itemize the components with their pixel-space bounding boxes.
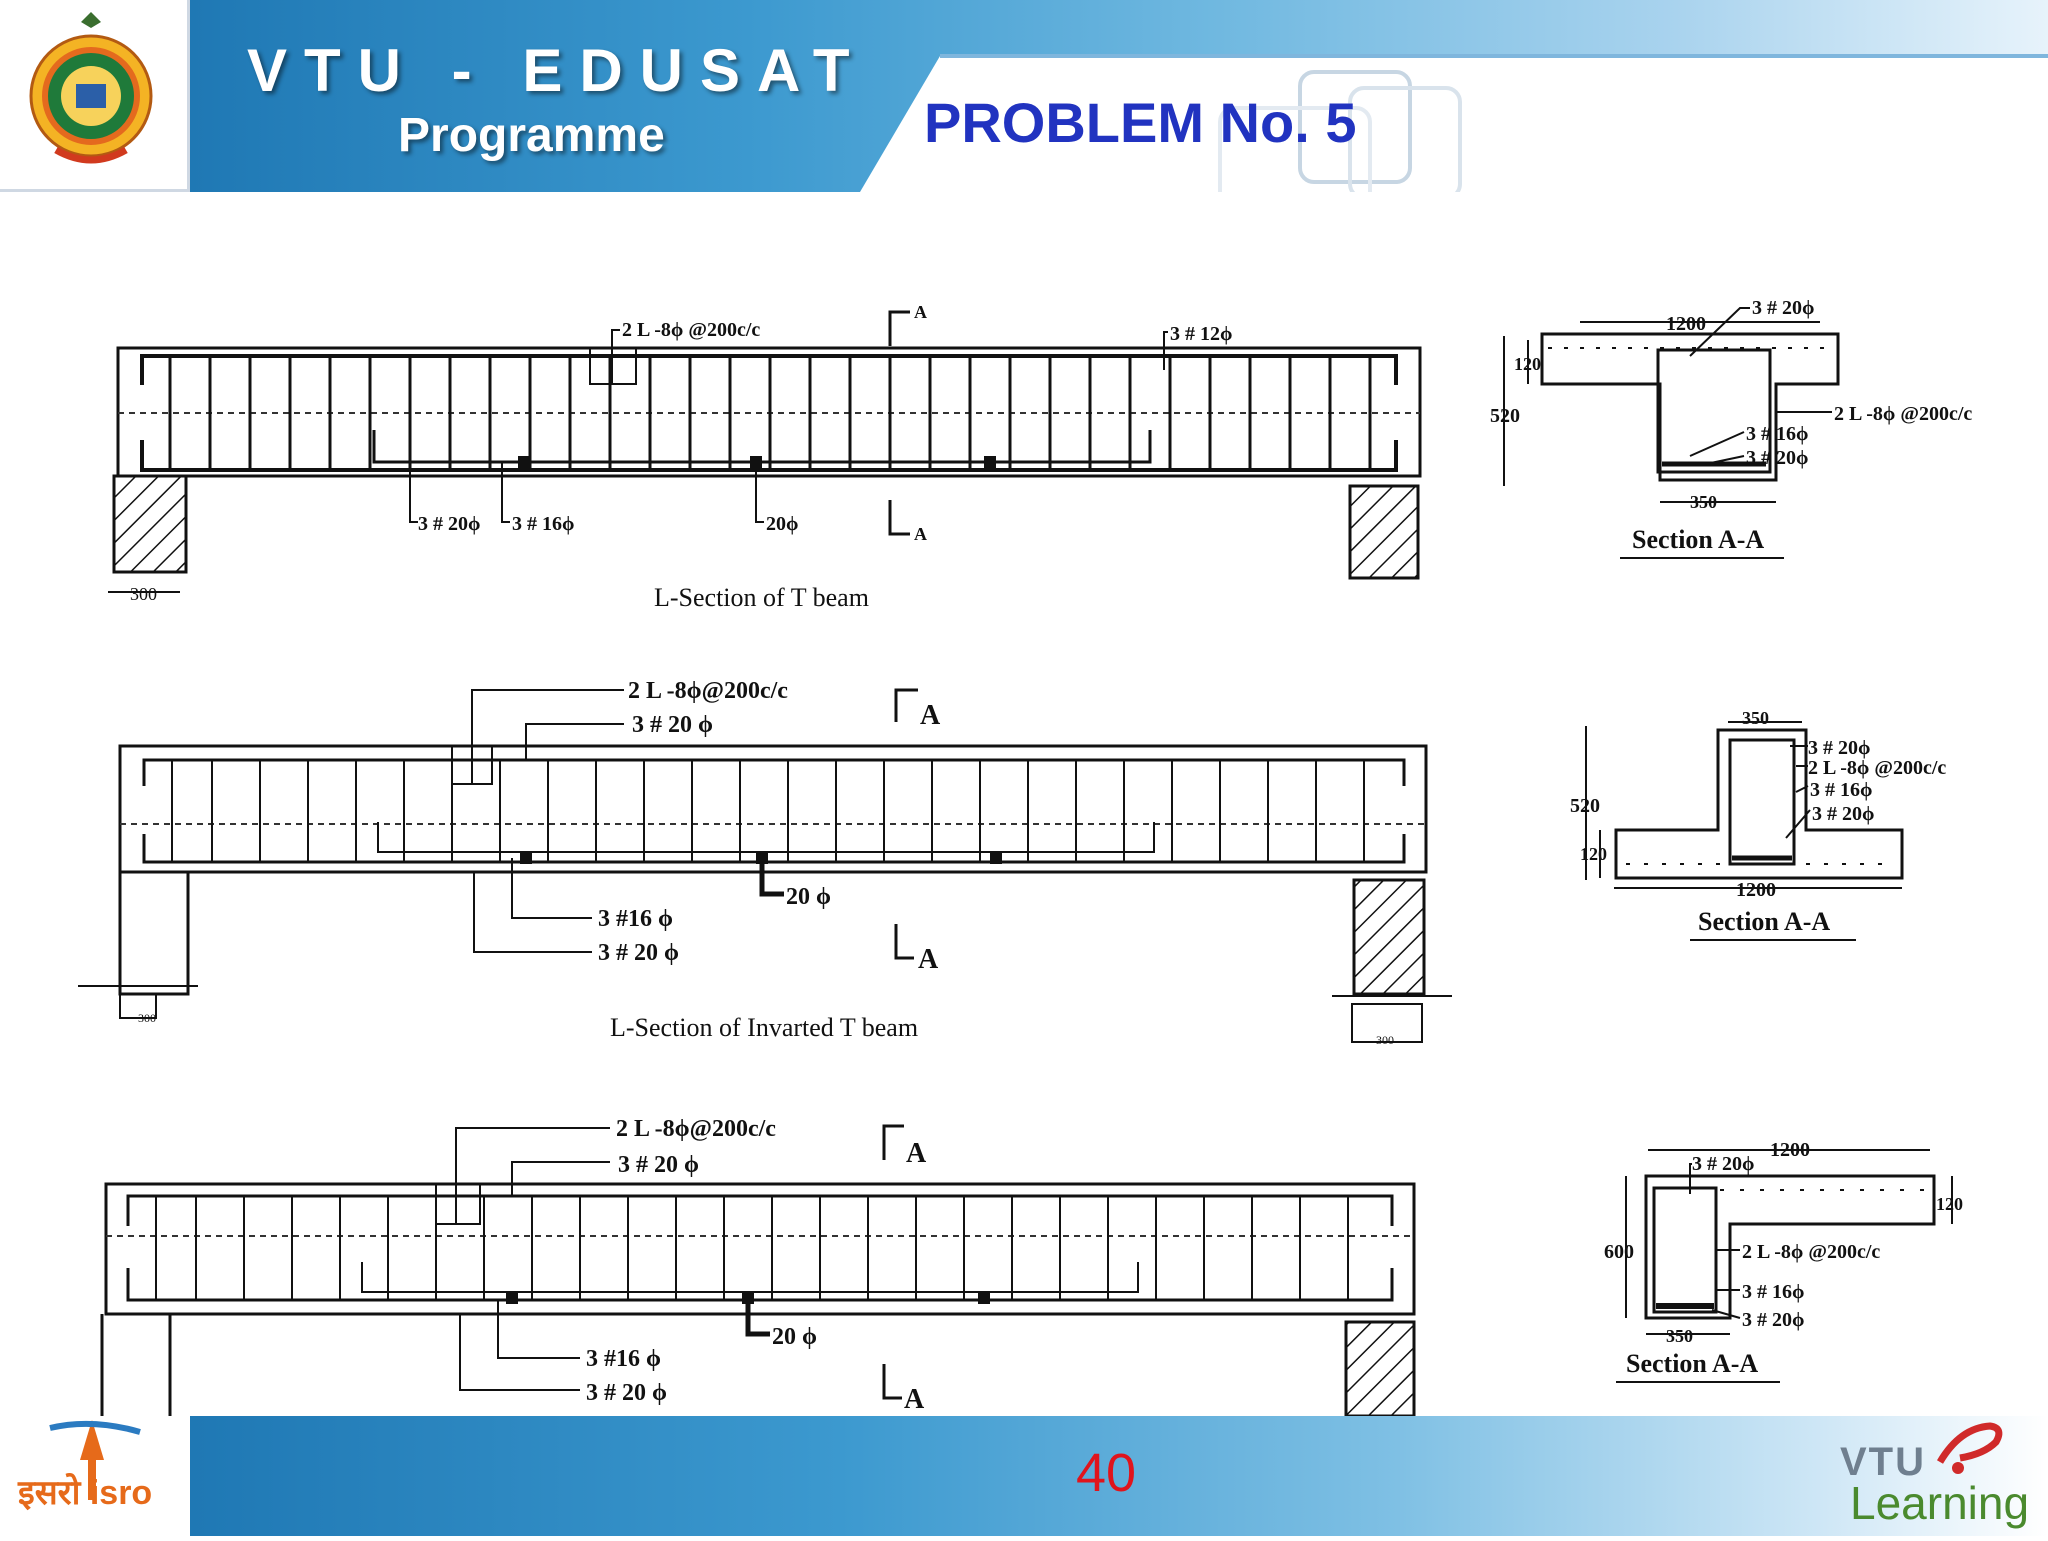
beam1-support-dimension: 300 [130, 584, 157, 604]
beam2-stirrups [171, 760, 1365, 862]
beam1-section-mark-bottom: A [914, 524, 927, 544]
beam3-bar16-label: 3 #16 ϕ [586, 1346, 661, 1372]
beam1-section-stirrups: 2 L -8ϕ @200c/c [1834, 403, 1972, 425]
beam3-section-stirrups: 2 L -8ϕ @200c/c [1742, 1241, 1880, 1263]
beam3-section-top-bars: 3 # 20ϕ [1692, 1153, 1754, 1175]
beam2-bar20-single-label: 20 ϕ [786, 884, 831, 910]
slide-footer [0, 1416, 2048, 1536]
beam2-right-support [1352, 878, 1426, 996]
beam1-section-title: Section A-A [1632, 525, 1764, 554]
beam2-section-flange-width: 1200 [1736, 879, 1776, 901]
beam3-section-depth: 600 [1604, 1241, 1634, 1263]
beam2-section-title: Section A-A [1698, 907, 1830, 936]
vtu-label: VTU [1840, 1440, 1926, 1484]
beam3-section-mark-top: A [906, 1138, 927, 1169]
vtu-emblem-icon [29, 12, 153, 164]
beam3-l-section: 2 L -8ϕ@200c/c 3 # 20 ϕ 3 #16 ϕ 3 # 20 ϕ… [100, 1116, 1416, 1416]
beam2-section-aa: 350 520 120 1200 3 # 20ϕ 2 L -8ϕ @200c/c… [1570, 708, 1946, 941]
beam1-section-flange-width: 1200 [1666, 313, 1706, 335]
beam1-l-section: 300 2 L -8ϕ @200c/c 3 # 12ϕ 3 # 20ϕ 3 # … [108, 302, 1422, 612]
slide-title: PROBLEM No. 5 [924, 91, 1357, 154]
beam1-section-bars16: 3 # 16ϕ [1746, 423, 1808, 445]
beam2-bar16-label: 3 #16 ϕ [598, 906, 673, 932]
beam-drawings: 300 2 L -8ϕ @200c/c 3 # 12ϕ 3 # 20ϕ 3 # … [78, 297, 1972, 1416]
beam2-section-flange-depth: 120 [1580, 844, 1607, 864]
beam1-section-bars20: 3 # 20ϕ [1746, 447, 1808, 469]
beam1-section-top-bars: 3 # 20ϕ [1752, 297, 1814, 319]
beam1-stirrup-label: 2 L -8ϕ @200c/c [622, 319, 760, 341]
beam3-section-flange-depth: 120 [1936, 1194, 1963, 1214]
beam3-right-support [1344, 1320, 1416, 1416]
programme-title: VTU - EDUSAT [247, 37, 867, 104]
beam3-bar20-single-label: 20 ϕ [772, 1324, 817, 1350]
beam2-support-dimension-right: 300 [1376, 1033, 1394, 1047]
beam1-caption: L-Section of T beam [654, 583, 869, 612]
beam3-stirrups [155, 1196, 1349, 1300]
beam2-section-mark-top: A [920, 700, 941, 731]
beam3-section-aa: 1200 120 600 350 3 # 20ϕ 2 L -8ϕ @200c/c… [1604, 1139, 1963, 1383]
beam2-section-stirrups: 2 L -8ϕ @200c/c [1808, 757, 1946, 779]
beam1-section-flange-depth: 120 [1514, 354, 1541, 374]
beam2-section-web-width: 350 [1742, 708, 1769, 728]
footer-banner [190, 1416, 2048, 1536]
beam3-top-bar-label: 3 # 20 ϕ [618, 1152, 699, 1178]
beam2-top-bar-label: 3 # 20 ϕ [632, 712, 713, 738]
vtu-e-learning-icon [1936, 1422, 2003, 1474]
beam3-section-bars20: 3 # 20ϕ [1742, 1309, 1804, 1331]
beam2-stirrup-label: 2 L -8ϕ@200c/c [628, 678, 788, 704]
beam3-section-flange-width: 1200 [1770, 1139, 1810, 1161]
beam2-l-section: 300 300 2 L -8ϕ@200c/c 3 # 20 ϕ 3 #16 ϕ … [78, 678, 1452, 1047]
beam3-stirrup-label: 2 L -8ϕ@200c/c [616, 1116, 776, 1142]
beam1-bar16-label: 3 # 16ϕ [512, 513, 574, 535]
beam2-section-mark-bottom: A [918, 944, 939, 975]
isro-label: इसरो isro [18, 1474, 153, 1512]
beam3-bar20-label: 3 # 20 ϕ [586, 1380, 667, 1406]
beam2-section-depth: 520 [1570, 795, 1600, 817]
beam1-stirrups [168, 356, 1372, 470]
beam2-support-dimension-left: 300 [138, 1011, 156, 1025]
beam1-top-bar-label: 3 # 12ϕ [1170, 323, 1232, 345]
beam2-section-bars16: 3 # 16ϕ [1810, 779, 1872, 801]
beam2-section-bars20: 3 # 20ϕ [1812, 803, 1874, 825]
page-number: 40 [1076, 1443, 1137, 1503]
beam3-section-mark-bottom: A [904, 1384, 925, 1415]
learning-label: Learning [1850, 1477, 2030, 1529]
vtu-logo-area [0, 0, 190, 192]
beam1-section-depth: 520 [1490, 405, 1520, 427]
beam1-section-aa: 1200 120 520 350 3 # 20ϕ 2 L -8ϕ @200c/c… [1490, 297, 1972, 559]
banner-white-panel [860, 54, 2048, 192]
isro-logo-icon [49, 1420, 141, 1500]
slide-header: VTU - EDUSAT Programme PROBLEM No. 5 [0, 0, 2048, 192]
beam2-section-top-bars: 3 # 20ϕ [1808, 737, 1870, 759]
beam3-section-title: Section A-A [1626, 1349, 1758, 1378]
decorative-square-icon [1298, 70, 1412, 184]
beam1-bar20-label: 20ϕ [766, 513, 798, 535]
beam1-left-support [112, 474, 188, 574]
isro-logo-area [0, 1416, 190, 1536]
beam2-bar20-label: 3 # 20 ϕ [598, 940, 679, 966]
beam3-section-web-width: 350 [1666, 1326, 1693, 1346]
beam1-section-web-width: 350 [1690, 492, 1717, 512]
beam1-bottom-bar-label: 3 # 20ϕ [418, 513, 480, 535]
programme-subtitle: Programme [398, 109, 665, 162]
beam2-left-support [118, 870, 190, 996]
beam1-right-support [1348, 484, 1420, 580]
beam2-caption: L-Section of Invarted T beam [610, 1013, 918, 1042]
beam1-section-mark-top: A [914, 302, 927, 322]
beam3-section-bars16: 3 # 16ϕ [1742, 1281, 1804, 1303]
